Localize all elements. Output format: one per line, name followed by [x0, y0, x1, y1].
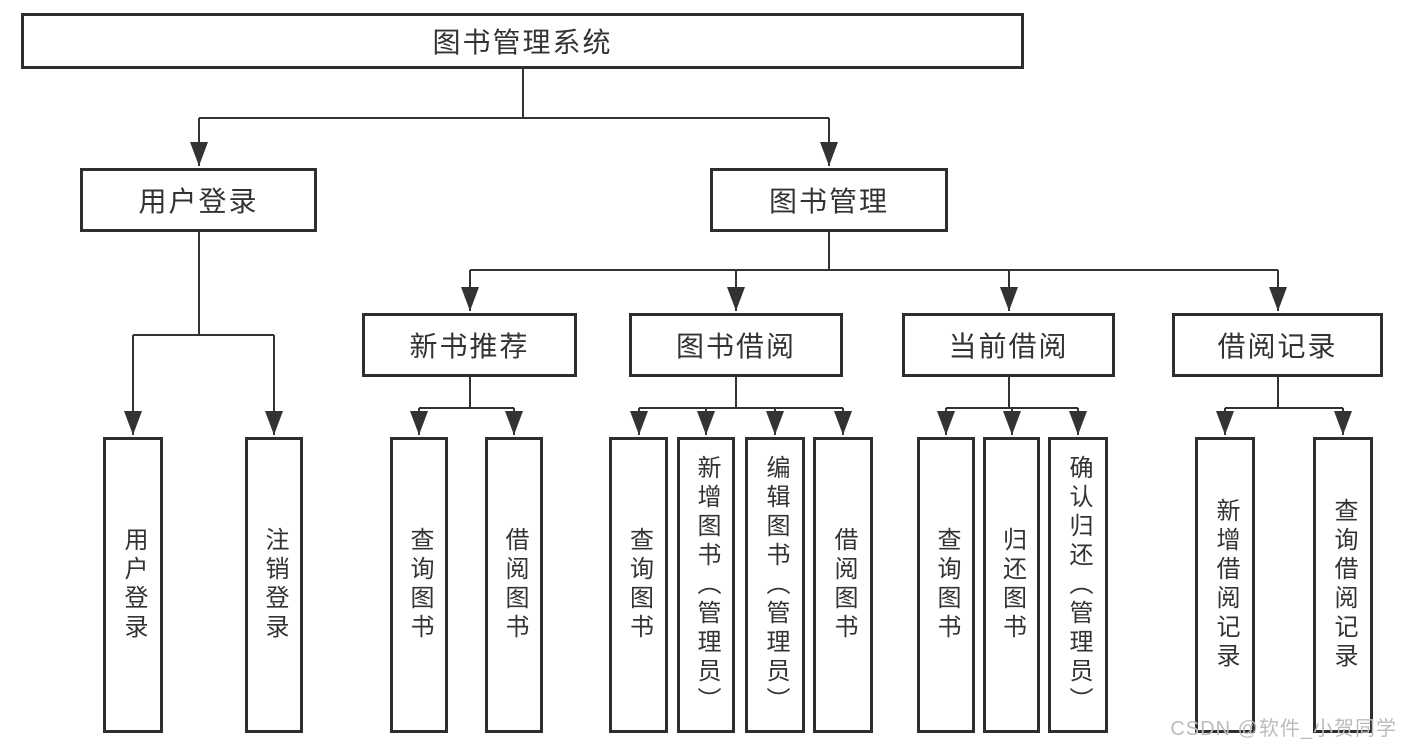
leaf-borrowing-edit-books-admin: 编辑图书（管理员） — [745, 437, 805, 733]
leaf-current-confirm-return-admin: 确认归还（管理员） — [1048, 437, 1108, 733]
leaf-current-return-books: 归还图书 — [983, 437, 1040, 733]
leaf-records-query-borrow-record: 查询借阅记录 — [1313, 437, 1373, 733]
leaf-borrowing-query-books: 查询图书 — [609, 437, 668, 733]
leaf-recommend-borrow-books: 借阅图书 — [485, 437, 543, 733]
leaf-borrowing-add-books-admin: 新增图书（管理员） — [677, 437, 735, 733]
node-book-borrowing: 图书借阅 — [629, 313, 843, 377]
node-new-book-recommendation: 新书推荐 — [362, 313, 577, 377]
node-library-management-system: 图书管理系统 — [21, 13, 1024, 69]
node-borrowing-records: 借阅记录 — [1172, 313, 1383, 377]
csdn-watermark: CSDN @软件_小贺同学 — [1170, 718, 1397, 740]
leaf-borrowing-borrow-books: 借阅图书 — [813, 437, 873, 733]
leaf-current-query-books: 查询图书 — [917, 437, 975, 733]
node-current-borrowing: 当前借阅 — [902, 313, 1115, 377]
leaf-records-add-borrow-record: 新增借阅记录 — [1195, 437, 1255, 733]
node-book-management: 图书管理 — [710, 168, 948, 232]
leaf-logout: 注销登录 — [245, 437, 303, 733]
leaf-recommend-query-books: 查询图书 — [390, 437, 448, 733]
leaf-user-login: 用户登录 — [103, 437, 163, 733]
node-user-login: 用户登录 — [80, 168, 317, 232]
